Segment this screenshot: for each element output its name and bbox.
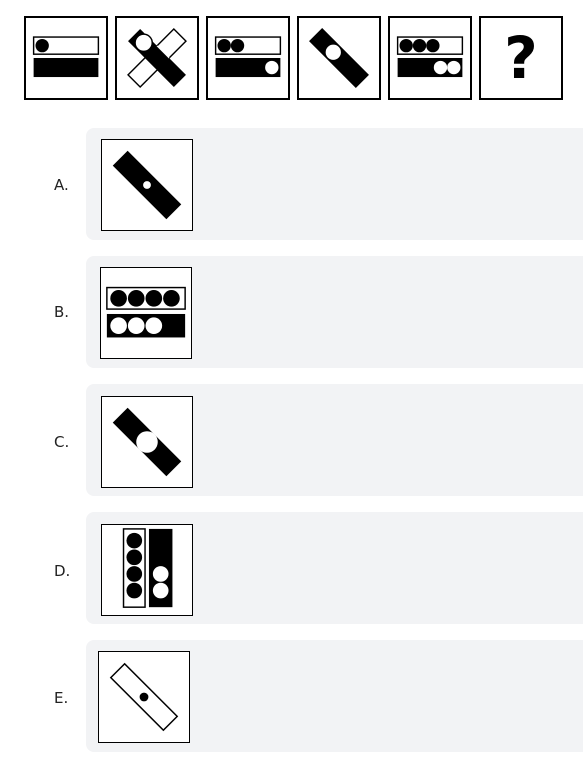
option-b-figure[interactable] bbox=[100, 267, 192, 359]
sequence-figure-4 bbox=[297, 16, 381, 100]
sequence-figure-2 bbox=[115, 16, 199, 100]
option-c-label: C. bbox=[54, 433, 70, 451]
sequence-figure-5 bbox=[388, 16, 472, 100]
sequence-unknown-figure: ? bbox=[479, 16, 563, 100]
option-a-figure[interactable] bbox=[101, 139, 193, 231]
option-b-label: B. bbox=[54, 303, 70, 321]
option-a-cross bbox=[112, 150, 182, 220]
figure-1-bars bbox=[32, 36, 100, 78]
sequence-figure-1 bbox=[24, 16, 108, 100]
question-mark: ? bbox=[504, 24, 538, 92]
option-c-cross bbox=[112, 407, 182, 477]
option-c-figure[interactable] bbox=[101, 396, 193, 488]
figure-2-cross bbox=[127, 28, 187, 88]
option-a-label: A. bbox=[54, 176, 69, 194]
figure-3-bars bbox=[214, 36, 282, 78]
figure-4-cross bbox=[309, 28, 369, 88]
figure-5-bars bbox=[396, 36, 464, 78]
option-d-columns bbox=[122, 528, 173, 608]
option-d-label: D. bbox=[54, 562, 71, 580]
sequence-figure-3 bbox=[206, 16, 290, 100]
option-b-bars bbox=[106, 286, 186, 338]
option-e-label: E. bbox=[54, 689, 69, 707]
option-d-figure[interactable] bbox=[101, 524, 193, 616]
option-e-cross bbox=[109, 662, 179, 732]
option-e-figure[interactable] bbox=[98, 651, 190, 743]
